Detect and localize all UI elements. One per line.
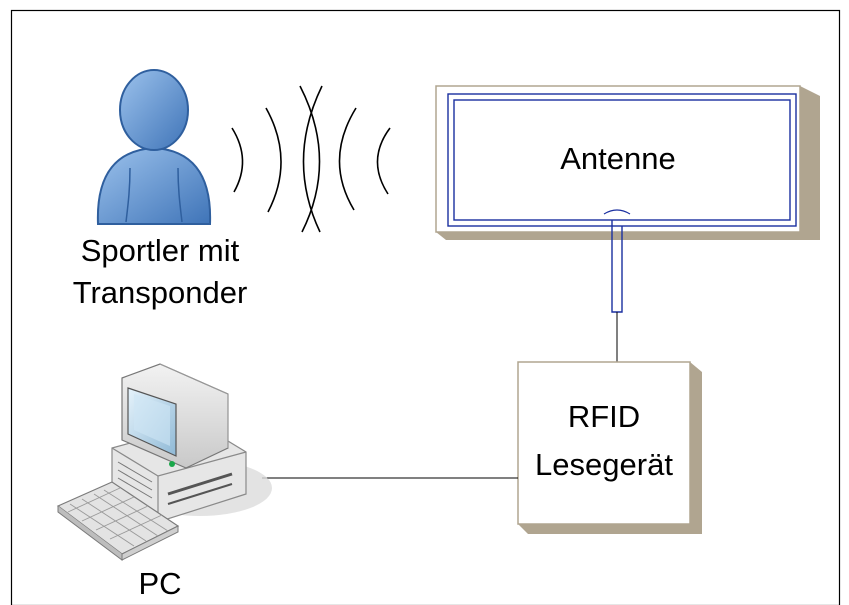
wave-arc xyxy=(338,107,357,211)
diagram-frame xyxy=(10,9,841,605)
wave-arc xyxy=(231,127,244,193)
person-label-line1: Sportler mit xyxy=(80,233,240,268)
wave-arc xyxy=(299,85,321,233)
wave-arc xyxy=(376,127,391,195)
reader-label-line1: RFID xyxy=(567,399,641,434)
antenna-label: Antenne xyxy=(560,141,676,176)
reader-label-line2: Lesegerät xyxy=(535,447,673,482)
pc-label: PC xyxy=(138,566,182,601)
radio-wave-icon xyxy=(231,85,391,233)
desktop-computer-icon xyxy=(111,363,272,523)
person-icon xyxy=(96,69,212,225)
person-label-line2: Transponder xyxy=(72,275,248,310)
wave-arc xyxy=(265,107,282,213)
keyboard-icon xyxy=(56,481,180,561)
wave-arc xyxy=(302,85,323,233)
antenna-box xyxy=(435,85,820,313)
reader-box xyxy=(517,361,702,534)
